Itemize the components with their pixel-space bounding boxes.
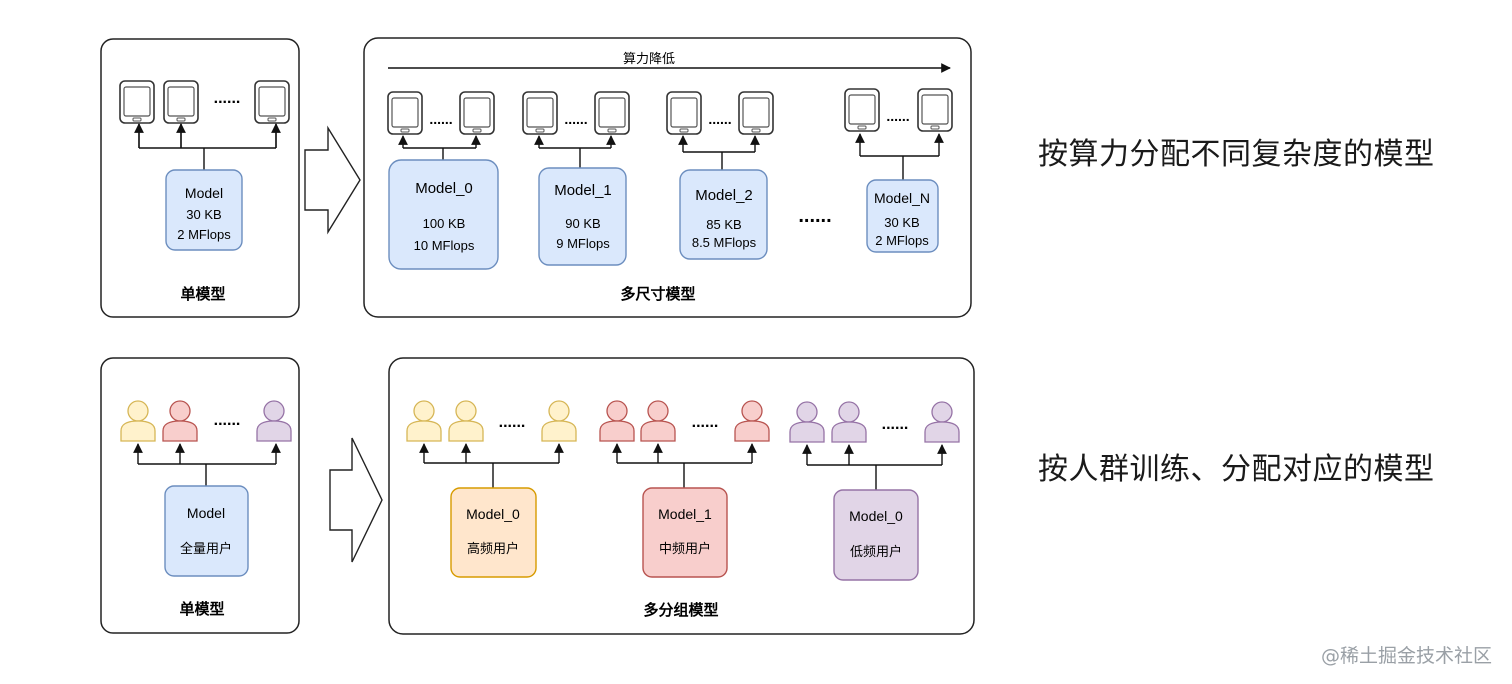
model-group: 高频用户 [467,541,519,556]
multi-dots: ...... [499,414,526,431]
model-size: 100 KB [423,216,466,231]
top-single-model-box [165,169,243,251]
model-box-1 [538,167,627,266]
bottom-single-model-box [164,485,249,577]
phone-icon [738,91,774,135]
phone-icon [254,80,290,124]
model-name: Model_N [874,190,930,206]
model-box-0 [388,159,499,270]
model-name: Model_0 [466,506,520,522]
top-single-model-flops: 2 MFlops [177,227,231,242]
phone-icon [387,91,423,135]
between-models-dots: ...... [798,205,831,227]
model-name: Model_2 [695,187,753,204]
phone-icon [119,80,155,124]
group-model-box-mid [642,487,728,578]
model-box-n [866,179,939,253]
multi-dots: ...... [564,111,587,127]
multi-dots: ...... [692,414,719,431]
group-model-box-low [833,489,919,581]
model-size: 90 KB [565,216,600,231]
bottom-heading: 按人群训练、分配对应的模型 [1038,452,1435,487]
bottom-single-model-group: 全量用户 [180,541,232,556]
bottom-transition-arrow [329,437,383,563]
multi-dots: ...... [886,108,909,124]
phone-icon [844,88,880,132]
top-multi-panel [363,37,972,318]
phone-icon [522,91,558,135]
top-single-caption: 单模型 [180,285,225,303]
model-name: Model_0 [415,180,473,197]
bottom-single-model-name: Model [187,505,225,521]
model-flops: 8.5 MFlops [692,235,757,250]
watermark: @稀土掘金技术社区 [1320,645,1492,667]
phone-icon [459,91,495,135]
model-name: Model_1 [658,506,712,522]
phone-icon [163,80,199,124]
top-single-dots: ...... [214,90,241,107]
multi-dots: ...... [429,111,452,127]
model-size: 30 KB [884,215,919,230]
multi-dots: ...... [708,111,731,127]
bottom-multi-caption: 多分组模型 [643,601,718,619]
model-group: 中频用户 [659,541,711,556]
bottom-single-caption: 单模型 [179,600,224,618]
model-box-2 [679,169,768,260]
top-single-model-size: 30 KB [186,207,221,222]
model-flops: 2 MFlops [875,233,929,248]
model-group: 低频用户 [850,544,902,559]
phone-icon [917,88,953,132]
model-flops: 10 MFlops [414,238,475,253]
bottom-single-dots: ...... [214,412,241,429]
multi-dots: ...... [882,416,909,433]
top-transition-arrow [304,125,361,235]
phone-icon [594,91,630,135]
top-heading: 按算力分配不同复杂度的模型 [1038,137,1435,172]
model-name: Model_1 [554,182,612,199]
phone-icon [666,91,702,135]
model-name: Model_0 [849,508,903,524]
model-size: 85 KB [706,217,741,232]
compute-arrow-label: 算力降低 [623,51,675,66]
group-model-box-high [450,487,537,578]
top-single-model-name: Model [185,185,223,201]
top-multi-caption: 多尺寸模型 [620,285,695,303]
model-flops: 9 MFlops [556,236,610,251]
